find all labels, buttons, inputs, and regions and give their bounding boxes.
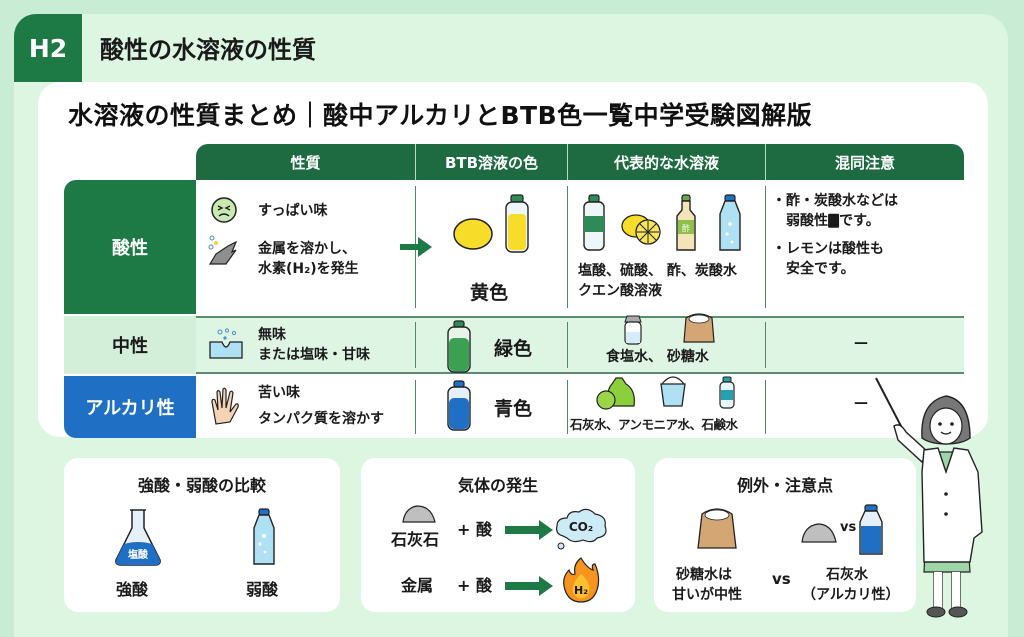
arrow-right-icon (400, 244, 420, 250)
section-heading: 酸性の水溶液の性質 (100, 36, 316, 64)
sugar-water-1: 砂糖水は (676, 567, 732, 583)
h2-label: H₂ (574, 584, 588, 597)
table-header: 性質 BTB溶液の色 代表的な水溶液 混同注意 (196, 144, 964, 180)
water-bottle-icon (253, 508, 275, 565)
metal-label: 金属 (401, 576, 434, 595)
acid-note-2: 弱酸性🀫です。 (786, 213, 880, 229)
alkali-btb-cell: 青色 (416, 380, 568, 434)
table-row-acid: すっぱい味 金属を溶かし、 水素(H₂)を発生 黄色 (196, 180, 964, 314)
bucket-icon (660, 376, 686, 407)
limestone-icon (402, 505, 436, 523)
strong-weak-title: 強酸・弱酸の比較 (137, 476, 266, 495)
neutral-btb-cell: 緑色 (416, 320, 568, 373)
arrow-right-icon (505, 520, 553, 540)
lemon-slice-icon (621, 214, 661, 245)
neutral-note: — (854, 335, 868, 351)
salt-shaker-icon (624, 315, 642, 345)
lemon-icon (453, 218, 493, 250)
neutral-examples-cell: 食塩水、 砂糖水 (568, 313, 766, 368)
alkali-note: — (854, 395, 868, 411)
row-label-neutral: 中性 (64, 316, 196, 374)
sugar-water-2: 甘いが中性 (672, 587, 742, 603)
sugar-sack-icon (683, 313, 715, 343)
acid-btb-color: 黄色 (470, 282, 509, 304)
alkali-btb-color: 青色 (494, 398, 533, 420)
header-notes: 混同注意 (834, 153, 895, 172)
lime-water-1: 石灰水 (826, 567, 868, 583)
strong-weak-card: 強酸・弱酸の比較 塩酸 強酸 弱酸 (64, 458, 340, 612)
arrow-head (418, 237, 432, 257)
soda-bottle-icon (719, 194, 741, 251)
neutral-btb-color: 緑色 (494, 338, 533, 360)
co2-label: CO₂ (569, 520, 593, 534)
flask-icon: 塩酸 (115, 509, 161, 566)
sour-face-icon (211, 197, 237, 223)
acid-notes-cell: ・酢・炭酸水などは 弱酸性🀫です。 ・レモンは酸性も 安全です。 (766, 180, 964, 314)
metal-dissolving-icon (208, 235, 238, 265)
acid-metal-text-1: 金属を溶かし、 (258, 241, 356, 257)
sugar-sack-icon (697, 508, 737, 549)
table-row-neutral: 無味 または塩味・甘味 緑色 食塩水、 砂糖水 — (196, 313, 964, 374)
alkali-examples-cell: 石灰水、アンモニア水、石鹸水 (568, 376, 766, 434)
blue-bottle-icon (859, 504, 883, 555)
neutral-notes-cell: — (766, 318, 964, 372)
header-btb-color: BTB溶液の色 (416, 144, 568, 180)
soap-bottle-icon (719, 376, 735, 409)
vs-small: vs (840, 520, 857, 535)
alkali-taste: 苦い味 (258, 385, 300, 401)
plus-acid-1: + 酸 (457, 520, 492, 539)
neutral-taste-2: または塩味・甘味 (258, 347, 370, 363)
blue-bottle-icon (447, 380, 471, 431)
neutral-examples: 食塩水、 砂糖水 (606, 349, 709, 365)
acid-examples-cell: 酢 塩酸、硫酸、 酢、炭酸水 クエン酸溶液 (568, 186, 766, 308)
alkali-properties-cell: 苦い味 タンパク質を溶かす (196, 380, 416, 434)
acid-note-4: 安全です。 (786, 261, 855, 277)
gas-title: 気体の発生 (457, 476, 538, 495)
weak-acid-label: 弱酸 (246, 580, 279, 599)
vinegar-bottle-icon: 酢 (676, 194, 696, 251)
row-label-acid: 酸性 (64, 180, 196, 314)
hydrochloric-bottle-icon (583, 194, 605, 251)
lime-bag-icon (596, 377, 635, 410)
table-row-alkali: 苦い味 タンパク質を溶かす 青色 石灰水、アンモニア水、石鹸水 — (196, 376, 964, 438)
teacher-illustration (875, 377, 983, 618)
green-bottle-icon (447, 320, 471, 373)
alkali-examples: 石灰水、アンモニア水、石鹸水 (570, 417, 738, 432)
arrow-right-icon (505, 576, 553, 596)
h2-flame-icon: H₂ (563, 557, 600, 603)
gas-card: 気体の発生 石灰石 + 酸 CO₂ 金属 + 酸 H₂ (361, 458, 635, 612)
vinegar-label: 酢 (682, 223, 690, 233)
acid-examples-1: 塩酸、硫酸、 酢、炭酸水 (578, 263, 737, 279)
header-properties: 性質 (196, 144, 416, 180)
header-examples: 代表的な水溶液 (568, 144, 766, 180)
vs-big: vs (772, 570, 791, 588)
co2-cloud-icon: CO₂ (556, 508, 607, 550)
alkali-protein: タンパク質を溶かす (258, 411, 384, 427)
flask-label: 塩酸 (128, 548, 149, 561)
limestone-label: 石灰石 (391, 530, 440, 549)
exceptions-title: 例外・注意点 (736, 476, 833, 495)
neutral-properties-cell: 無味 または塩味・甘味 (196, 322, 416, 368)
hand-icon (211, 387, 239, 425)
yellow-bottle-icon (505, 194, 529, 253)
acid-btb-cell: 黄色 (416, 186, 568, 308)
acid-taste: すっぱい味 (258, 203, 328, 219)
exceptions-card: 例外・注意点 vs 砂糖水は 甘いが中性 vs 石灰水 （アルカリ性） (654, 458, 916, 612)
lime-water-2: （アルカリ性） (802, 587, 900, 603)
page-title: 水溶液の性質まとめ｜酸中アルカリとBTB色一覧中学受験図解版 (68, 101, 813, 130)
acid-examples-2: クエン酸溶液 (578, 283, 662, 299)
plus-acid-2: + 酸 (457, 576, 492, 595)
strong-acid-label: 強酸 (116, 580, 149, 599)
acid-properties-cell: すっぱい味 金属を溶かし、 水素(H₂)を発生 (196, 186, 432, 308)
row-label-alkali: アルカリ性 (64, 376, 196, 438)
neutral-taste-1: 無味 (258, 327, 286, 343)
acid-metal-text-2: 水素(H₂)を発生 (258, 261, 359, 277)
h2-badge: H2 (14, 14, 82, 82)
water-drop-icon (209, 328, 243, 359)
acid-note-1: ・酢・炭酸水などは (772, 193, 898, 209)
limestone-icon (801, 523, 837, 543)
alkali-notes-cell: — (766, 376, 964, 438)
acid-note-3: ・レモンは酸性も (772, 241, 884, 257)
